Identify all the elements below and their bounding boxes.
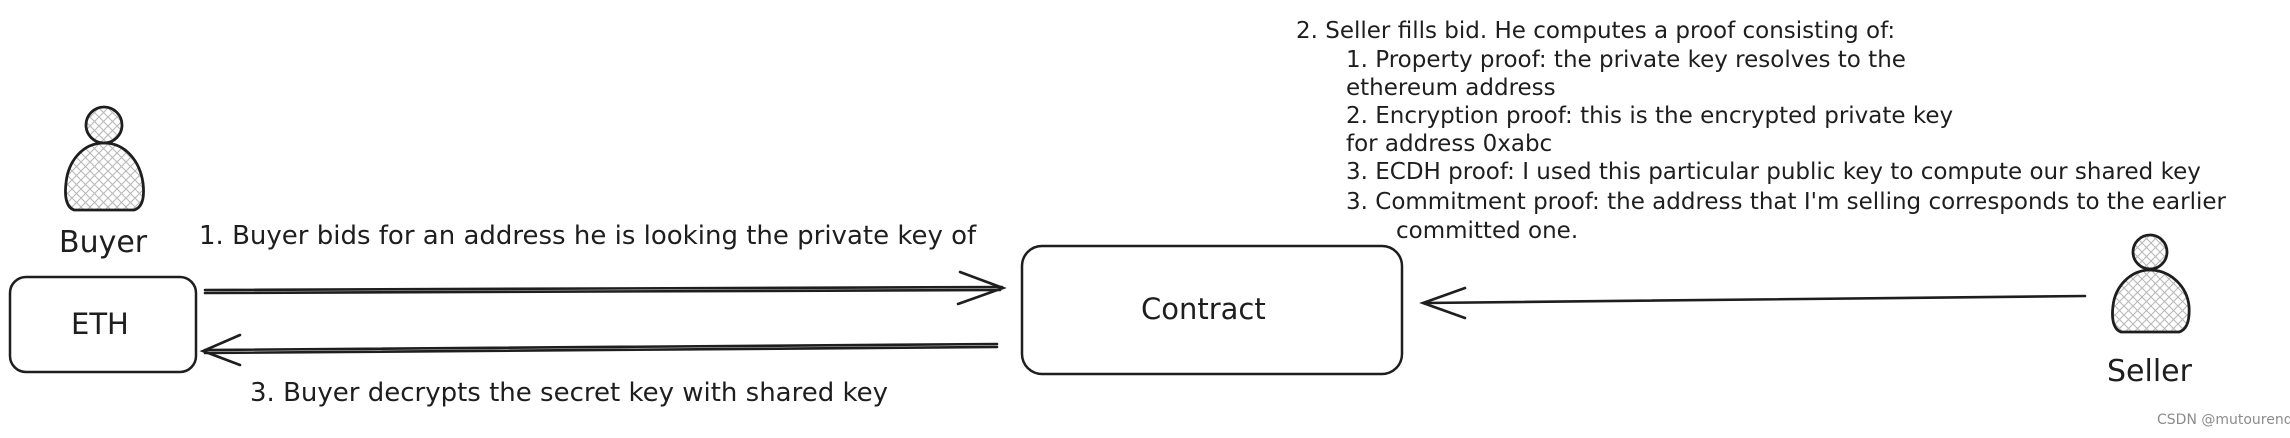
seller-note-item: 1. Property proof: the private key resol… — [1346, 47, 1906, 73]
seller-note-item: ethereum address — [1346, 75, 1556, 101]
eth-box-label: ETH — [71, 307, 129, 341]
fill-arrow — [1419, 286, 2087, 320]
seller-note-item: 3. Commitment proof: the address that I'… — [1346, 189, 2226, 215]
contract-box — [1020, 244, 1404, 376]
seller-note-item: committed one. — [1396, 218, 1579, 244]
seller-label: Seller — [2107, 354, 2192, 389]
seller-note-item: 3. ECDH proof: I used this particular pu… — [1346, 159, 2201, 185]
bid-arrow — [203, 270, 1007, 306]
seller-actor-icon — [2111, 233, 2191, 334]
buyer-label: Buyer — [59, 225, 148, 260]
buyer-bid-message: 1. Buyer bids for an address he is looki… — [199, 221, 977, 251]
watermark: CSDN @mutourend — [2157, 412, 2290, 428]
eth-box — [8, 275, 198, 374]
contract-box-label: Contract — [1141, 292, 1266, 326]
seller-note-item: for address 0xabc — [1346, 131, 1553, 157]
seller-note-heading: 2. Seller fills bid. He computes a proof… — [1296, 18, 1896, 44]
seller-note-item: 2. Encryption proof: this is the encrypt… — [1346, 103, 1954, 129]
buyer-decrypt-message: 3. Buyer decrypts the secret key with sh… — [250, 378, 889, 408]
buyer-actor-icon — [64, 105, 145, 212]
decrypt-arrow — [199, 333, 999, 367]
